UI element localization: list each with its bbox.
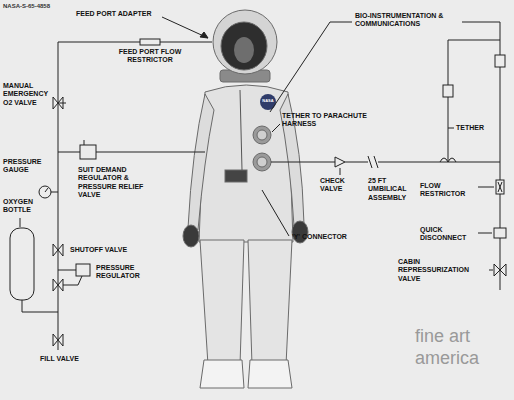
part-label: FEED PORT FLOW RESTRICTOR <box>110 48 190 65</box>
umbilical-lines <box>262 22 506 290</box>
part-label: SUIT DEMAND REGULATOR & PRESSURE RELIEF … <box>78 166 158 200</box>
part-label: 25 FT UMBILICAL ASSEMBLY <box>368 177 418 202</box>
part-label: FLOW RESTRICTOR <box>420 182 476 199</box>
part-label: QUICK DISCONNECT <box>420 226 476 243</box>
part-label: FILL VALVE <box>40 355 100 363</box>
figure-number: NASA-S-65-4858 <box>3 3 93 10</box>
oxygen-system-lines <box>10 17 212 350</box>
part-label: BIO-INSTRUMENTATION & COMMUNICATIONS <box>355 12 463 29</box>
part-label: PRESSURE REGULATOR <box>96 264 156 281</box>
part-label: FEED PORT ADAPTER <box>76 10 176 18</box>
part-label: TETHER TO PARACHUTE HARNESS <box>282 112 386 129</box>
patch-text: NASA <box>261 99 275 104</box>
part-label: TETHER <box>456 124 496 132</box>
part-label: 'Y' CONNECTOR <box>292 233 372 241</box>
part-label: SHUTOFF VALVE <box>70 246 150 254</box>
part-label: OXYGEN BOTTLE <box>3 198 47 215</box>
part-label: PRESSURE GAUGE <box>3 158 49 175</box>
part-label: CHECK VALVE <box>320 177 362 194</box>
part-label: MANUAL EMERGENCY O2 VALVE <box>3 82 51 107</box>
watermark: fine art america <box>415 326 507 369</box>
nasa-patch <box>260 94 276 110</box>
astronaut-figure <box>183 10 308 388</box>
part-label: CABIN REPRESSURIZATION VALVE <box>398 258 486 283</box>
